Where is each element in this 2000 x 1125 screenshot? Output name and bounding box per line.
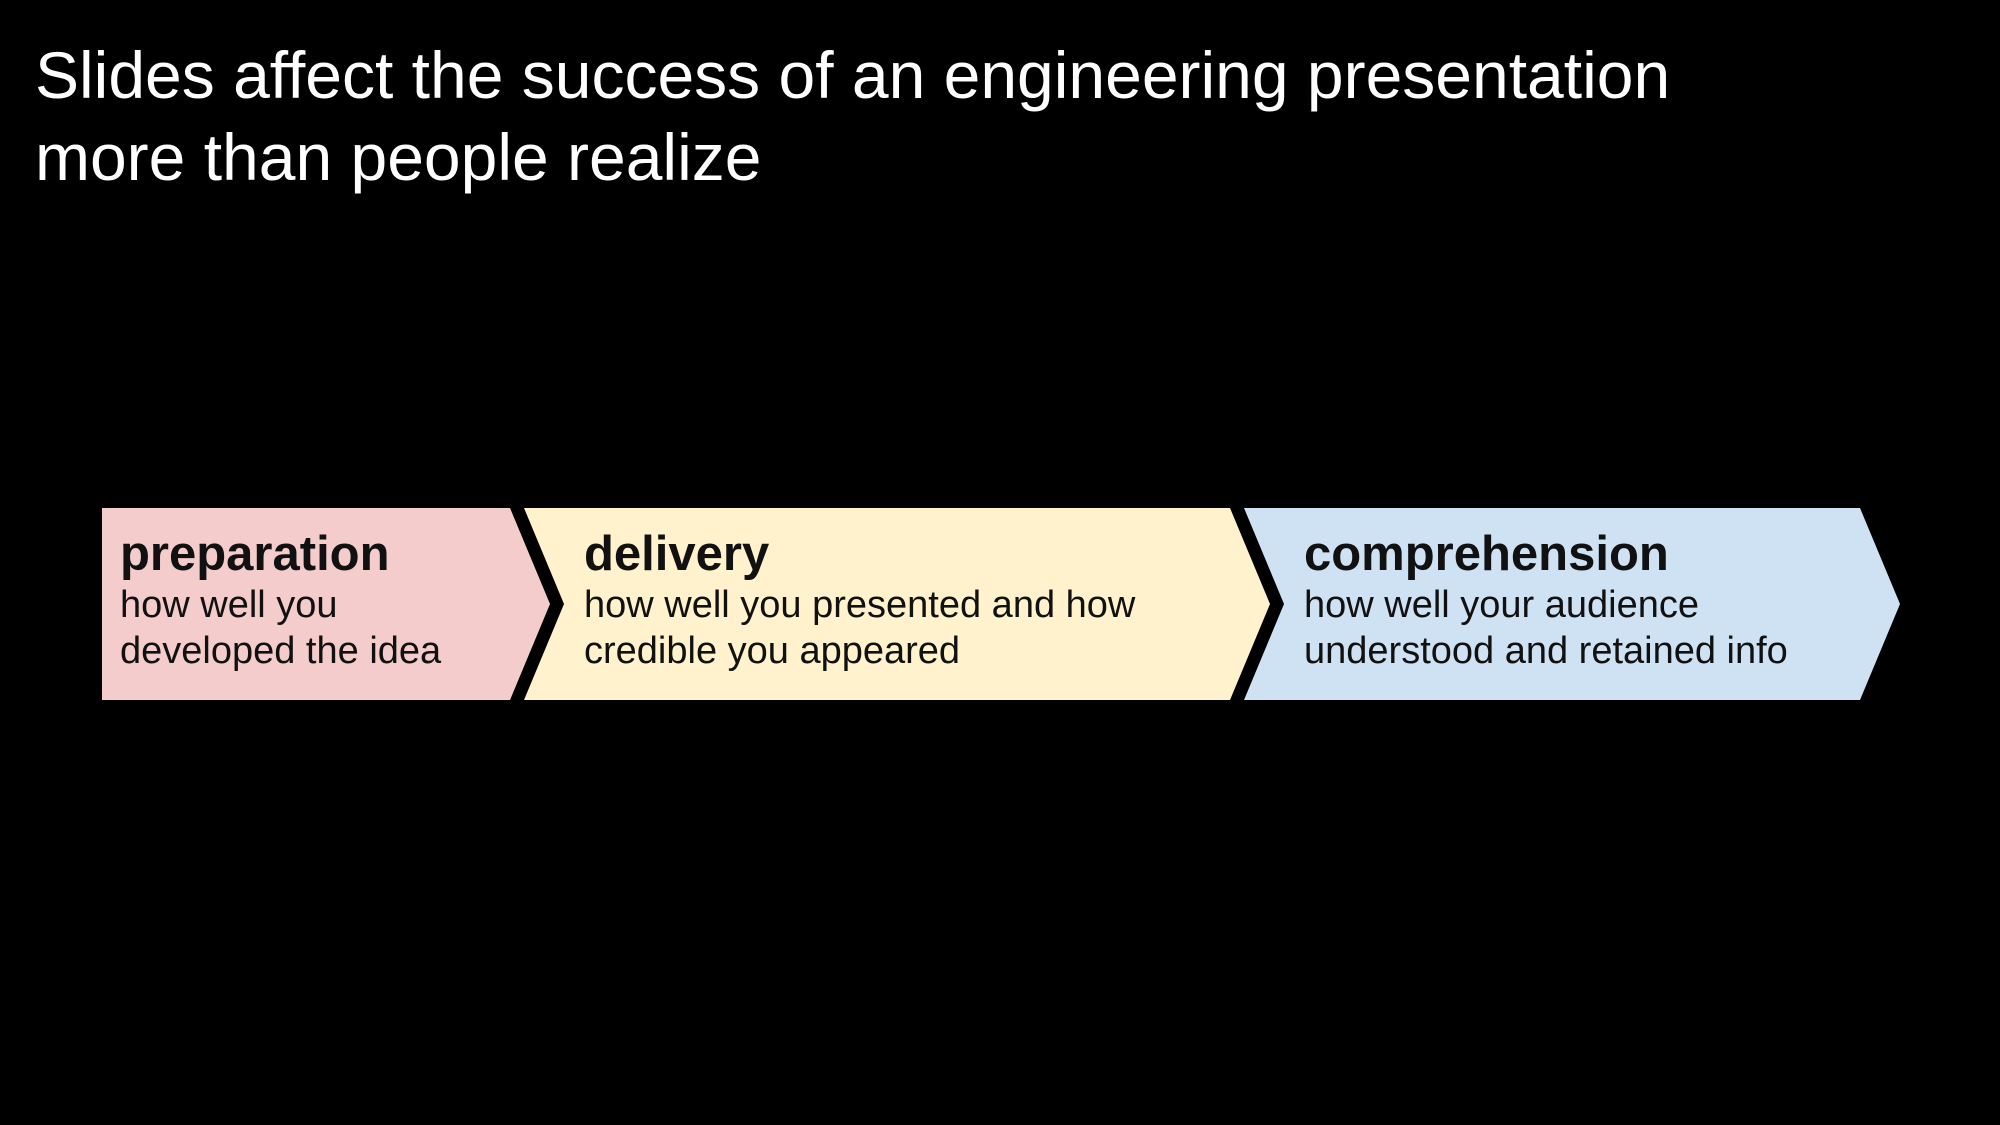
slide-title-line-2: more than people realize (35, 120, 762, 194)
stage-delivery: delivery how well you presented and how … (524, 508, 1276, 700)
stage-comprehension-fill (1244, 508, 1900, 700)
slide-title: Slides affect the success of an engineer… (35, 34, 1935, 198)
stage-delivery-desc-line-1: how well you presented and how (584, 584, 1136, 626)
stage-comprehension-desc-line-2: understood and retained info (1304, 630, 1788, 672)
stage-delivery-shape (524, 508, 1270, 700)
stage-preparation-desc-line-2: developed the idea (120, 630, 442, 672)
stage-comprehension-name: comprehension (1304, 527, 1669, 581)
stage-preparation-name: preparation (120, 527, 390, 581)
stage-delivery-fill (524, 508, 1270, 700)
stage-comprehension-text: comprehension how well your audience und… (1304, 526, 1788, 674)
stage-preparation-shape (102, 508, 550, 700)
stage-preparation-text: preparation how well you developed the i… (120, 526, 441, 674)
stage-delivery-desc-line-2: credible you appeared (584, 630, 961, 672)
stage-preparation-desc-line-1: how well you (120, 584, 338, 626)
stage-delivery-name: delivery (584, 527, 770, 581)
stage-preparation: preparation how well you developed the i… (102, 508, 552, 700)
slide-title-line-1: Slides affect the success of an engineer… (35, 38, 1671, 112)
stage-comprehension-shape (1244, 508, 1900, 700)
stage-delivery-text: delivery how well you presented and how … (584, 526, 1135, 674)
stage-comprehension-desc-line-1: how well your audience (1304, 584, 1700, 626)
stage-comprehension: comprehension how well your audience und… (1244, 508, 1904, 700)
stage-preparation-fill (102, 508, 550, 700)
